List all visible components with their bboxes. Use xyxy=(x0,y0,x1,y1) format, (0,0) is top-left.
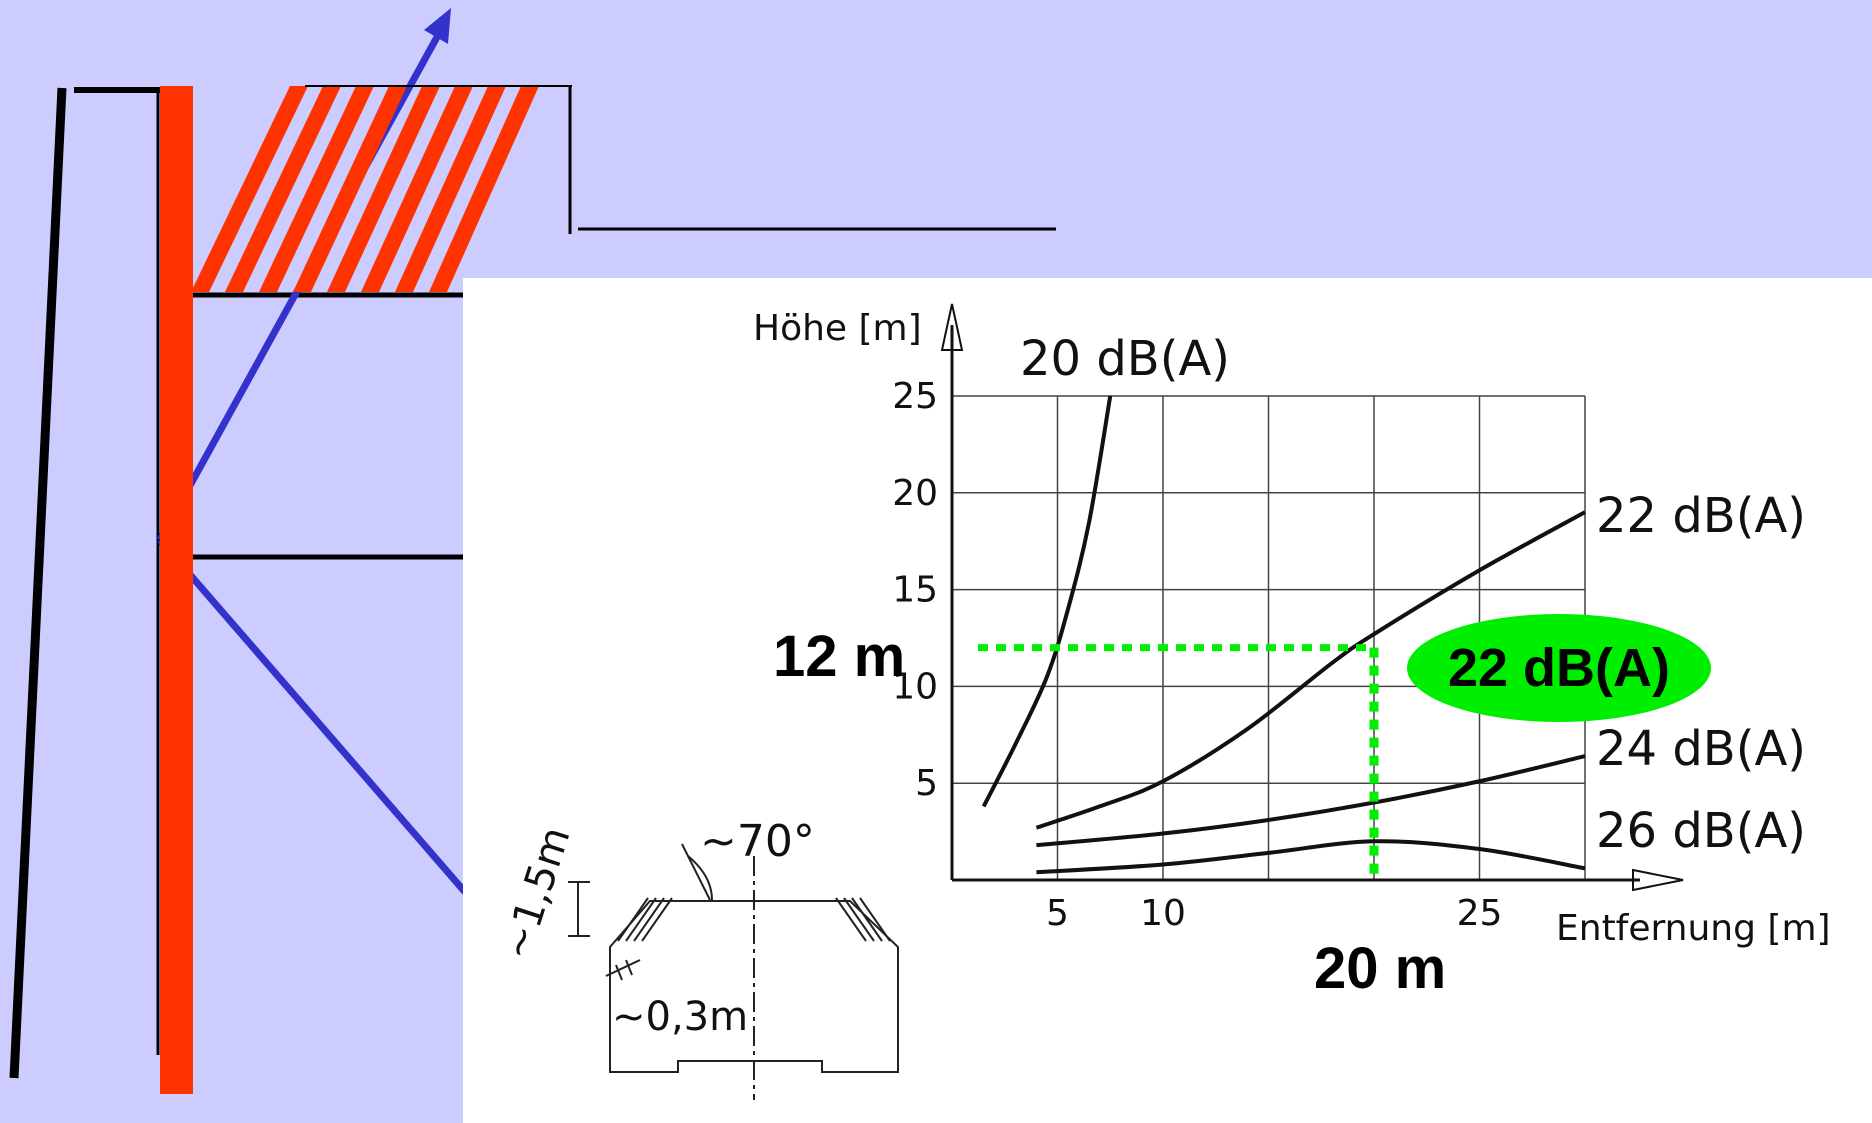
width-label: ~0,3m xyxy=(612,994,748,1040)
canopy-strip xyxy=(429,86,539,292)
series-label-20: 20 dB(A) xyxy=(1020,331,1230,387)
y-tick-label: 10 xyxy=(892,666,938,707)
canopy-strip xyxy=(225,86,341,292)
canopy-strip xyxy=(395,86,506,292)
angle-arc xyxy=(687,855,713,901)
slanted-wall-line xyxy=(9,87,67,1079)
y-tick-label: 20 xyxy=(892,473,938,514)
canopy-strip xyxy=(191,86,308,292)
canopy-strip xyxy=(293,86,407,292)
chart-series xyxy=(981,395,1586,875)
y-tick-label: 5 xyxy=(915,763,938,804)
y-axis-label: Höhe [m] xyxy=(753,308,922,349)
series-curve-0 xyxy=(981,395,1113,808)
tunnel-cross-section xyxy=(568,843,899,1100)
highlight-reading: 22 dB(A) 12 m 20 m xyxy=(773,614,1711,1001)
x-tick-label: 10 xyxy=(1140,893,1186,934)
y-tick-label: 15 xyxy=(892,570,938,611)
x-tick-label: 5 xyxy=(1046,893,1069,934)
series-curve-2 xyxy=(1036,754,1586,848)
highlight-series-label: 22 dB(A) xyxy=(1448,638,1670,698)
highlight-ellipse xyxy=(1407,614,1711,722)
highlight-y-label: 12 m xyxy=(773,624,905,689)
chart-ticks: 5 10 15 20 25 5 10 25 xyxy=(892,376,1502,934)
lower-blue-arrow xyxy=(157,537,468,895)
upper-blue-arrowhead xyxy=(424,8,451,44)
x-tick-label: 25 xyxy=(1457,893,1503,934)
x-axis-arrowhead-icon xyxy=(1632,868,1684,892)
series-label-26: 26 dB(A) xyxy=(1596,803,1806,859)
series-label-24: 24 dB(A) xyxy=(1596,721,1806,777)
noise-chart: 5 10 15 20 25 5 10 25 Höhe [m] Entfernung [m] 2… xyxy=(753,303,1831,1001)
chart-axes xyxy=(940,303,1684,892)
tunnel-outline xyxy=(609,900,899,1073)
left-barrier-hatch xyxy=(617,897,673,942)
canopy-strip xyxy=(259,86,374,292)
y-tick-label: 25 xyxy=(892,376,938,417)
right-barrier-hatch xyxy=(835,897,891,942)
series-label-22: 22 dB(A) xyxy=(1596,488,1806,544)
red-hatched-canopy xyxy=(191,86,539,292)
red-pole xyxy=(160,86,193,1094)
y-axis-arrowhead-icon xyxy=(940,303,964,351)
series-curve-3 xyxy=(1036,839,1586,875)
angle-label: ~70° xyxy=(700,816,815,867)
canopy-strip xyxy=(361,86,473,292)
angle-indicator-line xyxy=(681,843,711,901)
mast-schematic xyxy=(9,8,1056,1094)
series-curve-1 xyxy=(1035,510,1586,830)
width-dimension-line xyxy=(605,959,641,977)
canopy-strip xyxy=(327,86,440,292)
x-axis-label: Entfernung [m] xyxy=(1556,908,1831,949)
highlight-x-label: 20 m xyxy=(1314,936,1446,1001)
